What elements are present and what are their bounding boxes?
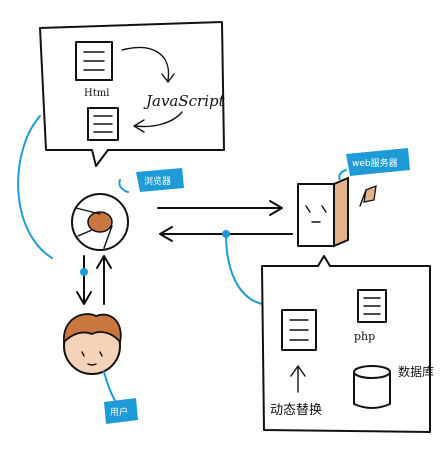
web-server-label: web服务器	[352, 157, 398, 169]
web-server-tag: web服务器	[338, 148, 410, 181]
php-label: php	[354, 330, 375, 343]
javascript-label: JavaScript	[143, 92, 226, 110]
php-document-icon	[357, 289, 387, 323]
response-to-server-connector	[225, 233, 263, 305]
arrowhead	[133, 119, 145, 133]
arrowhead	[290, 365, 306, 377]
bubble-to-user-connector	[17, 115, 53, 259]
request-arrow	[157, 200, 283, 216]
html-label: Html	[84, 88, 109, 99]
user-connector-dot	[80, 268, 88, 276]
user-tag-connector	[103, 371, 117, 403]
server-icon	[297, 176, 377, 248]
js-to-doc-arrow	[135, 111, 183, 128]
browser-tag: 浏览器	[118, 168, 184, 193]
database-label: 数据库	[398, 364, 434, 379]
user-tag: 用户	[104, 398, 138, 424]
user-label: 用户	[110, 406, 128, 418]
user-to-browser-arrow	[96, 255, 112, 305]
database-icon	[353, 365, 391, 409]
generated-document-icon	[281, 309, 317, 351]
rendered-document-icon	[87, 107, 119, 141]
server-bubble: php 数据库 动态替换	[261, 255, 434, 433]
user-avatar	[63, 313, 122, 375]
client-bubble: Html JavaScript	[39, 21, 226, 167]
html-to-js-arrow	[121, 46, 170, 81]
browser-to-user-arrow	[76, 255, 92, 305]
browser-label: 浏览器	[144, 175, 171, 187]
html-document-icon	[75, 41, 113, 81]
arrowhead	[161, 73, 175, 83]
dynamic-replace-label: 动态替换	[270, 403, 322, 418]
browser-icon	[71, 193, 129, 251]
